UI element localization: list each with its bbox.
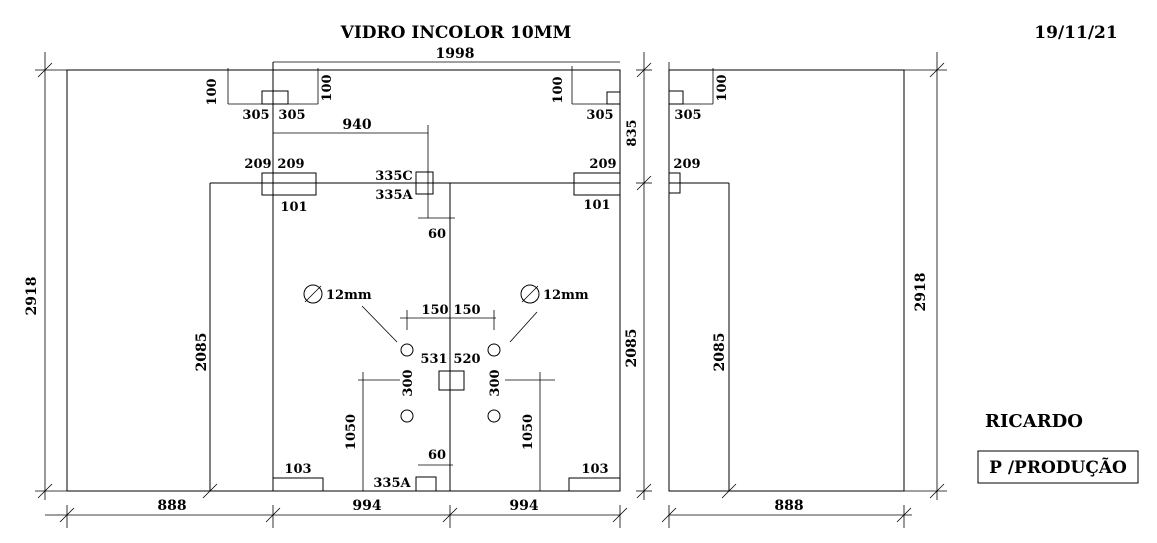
leader-left	[361, 305, 398, 343]
dim-2085-right: 2085	[624, 329, 640, 368]
dim-209-d: 209	[673, 157, 700, 172]
hole-right-top	[487, 343, 501, 357]
dim-tick	[442, 507, 458, 523]
dim-tick	[636, 483, 652, 499]
dim-tick	[661, 507, 677, 523]
hole-symbol-right	[520, 284, 540, 304]
dim-994-b: 994	[509, 498, 538, 514]
dim-101-a: 101	[280, 200, 307, 215]
hole-right-bottom	[487, 409, 501, 423]
dim-209-c: 209	[589, 157, 616, 172]
hole-left-bottom	[400, 409, 414, 423]
dim-tick	[59, 507, 75, 523]
bottom-fitting-left	[272, 477, 324, 492]
hole-symbol-slash	[304, 285, 322, 303]
fitting-335c	[415, 171, 434, 195]
dim-101-b: 101	[583, 198, 610, 213]
drawing-date: 19/11/21	[1034, 23, 1117, 43]
hole-label-left: 12mm	[326, 288, 372, 303]
top-pivot-right	[606, 91, 621, 105]
dim-tick	[636, 62, 652, 78]
dim-tick	[37, 62, 53, 78]
dim-103-b: 103	[581, 462, 608, 477]
dim-2918-left: 2918	[24, 277, 40, 316]
status-box	[977, 450, 1139, 484]
dim-1998: 1998	[436, 46, 475, 62]
hole-symbol-slash	[521, 285, 539, 303]
hole-left-top	[400, 343, 414, 357]
dim-150-a: 150	[421, 303, 448, 318]
dim-tick	[37, 483, 53, 499]
dim-tick	[721, 483, 737, 499]
dim-150-b: 150	[453, 303, 480, 318]
dim-209-b: 209	[277, 157, 304, 172]
dim-940: 940	[342, 117, 371, 133]
dim-209-a: 209	[244, 157, 271, 172]
dim-1050-b: 1050	[521, 414, 536, 450]
side-hinge	[668, 172, 681, 194]
dim-tick	[929, 62, 945, 78]
dim-531: 531	[420, 352, 447, 367]
dim-300-a: 300	[401, 369, 416, 396]
dim-305-b: 305	[278, 108, 305, 123]
hinge-left	[261, 172, 317, 196]
dim-300-b: 300	[488, 369, 503, 396]
dim-tick	[929, 483, 945, 499]
dim-tick	[265, 507, 281, 523]
dim-60-bottom: 60	[428, 448, 446, 463]
dim-100-a: 100	[205, 78, 220, 105]
hole-symbol-left	[303, 284, 323, 304]
dim-60-top: 60	[428, 227, 446, 242]
dim-305-d: 305	[674, 108, 701, 123]
main-glass-panel	[66, 69, 621, 492]
side-glass-panel	[668, 69, 905, 492]
label-335a-bottom: 335A	[373, 476, 411, 491]
dim-100-c: 100	[551, 76, 566, 103]
side-top-pivot	[668, 90, 684, 105]
hinge-right	[573, 172, 621, 196]
dim-520: 520	[453, 352, 480, 367]
leader-right	[509, 311, 538, 343]
bottom-lock	[415, 476, 437, 492]
dim-100-b: 100	[320, 74, 335, 101]
dim-100-d: 100	[715, 74, 730, 101]
top-pivot-left	[261, 90, 289, 105]
label-335c: 335C	[375, 169, 412, 184]
label-335a-top: 335A	[375, 188, 413, 203]
dim-888-side: 888	[774, 498, 803, 514]
dim-305-a: 305	[242, 108, 269, 123]
dim-888-left: 888	[157, 498, 186, 514]
hole-label-right: 12mm	[543, 288, 589, 303]
bottom-fitting-right	[568, 477, 621, 492]
lock-fitting	[438, 370, 465, 391]
dim-tick	[202, 483, 218, 499]
dim-835: 835	[625, 119, 640, 146]
dim-2085-side: 2085	[712, 333, 728, 372]
dim-tick	[896, 507, 912, 523]
dim-305-c: 305	[586, 108, 613, 123]
dim-103-a: 103	[284, 462, 311, 477]
dim-2085-left: 2085	[194, 333, 210, 372]
client-name: RICARDO	[985, 411, 1083, 432]
dim-994-a: 994	[352, 498, 381, 514]
dim-1050-a: 1050	[344, 414, 359, 450]
dim-2918-right: 2918	[913, 273, 929, 312]
dim-tick	[612, 507, 628, 523]
drawing-title: VIDRO INCOLOR 10MM	[340, 23, 572, 43]
status-label: P /PRODUÇÃO	[989, 456, 1127, 478]
dim-tick	[636, 175, 652, 191]
